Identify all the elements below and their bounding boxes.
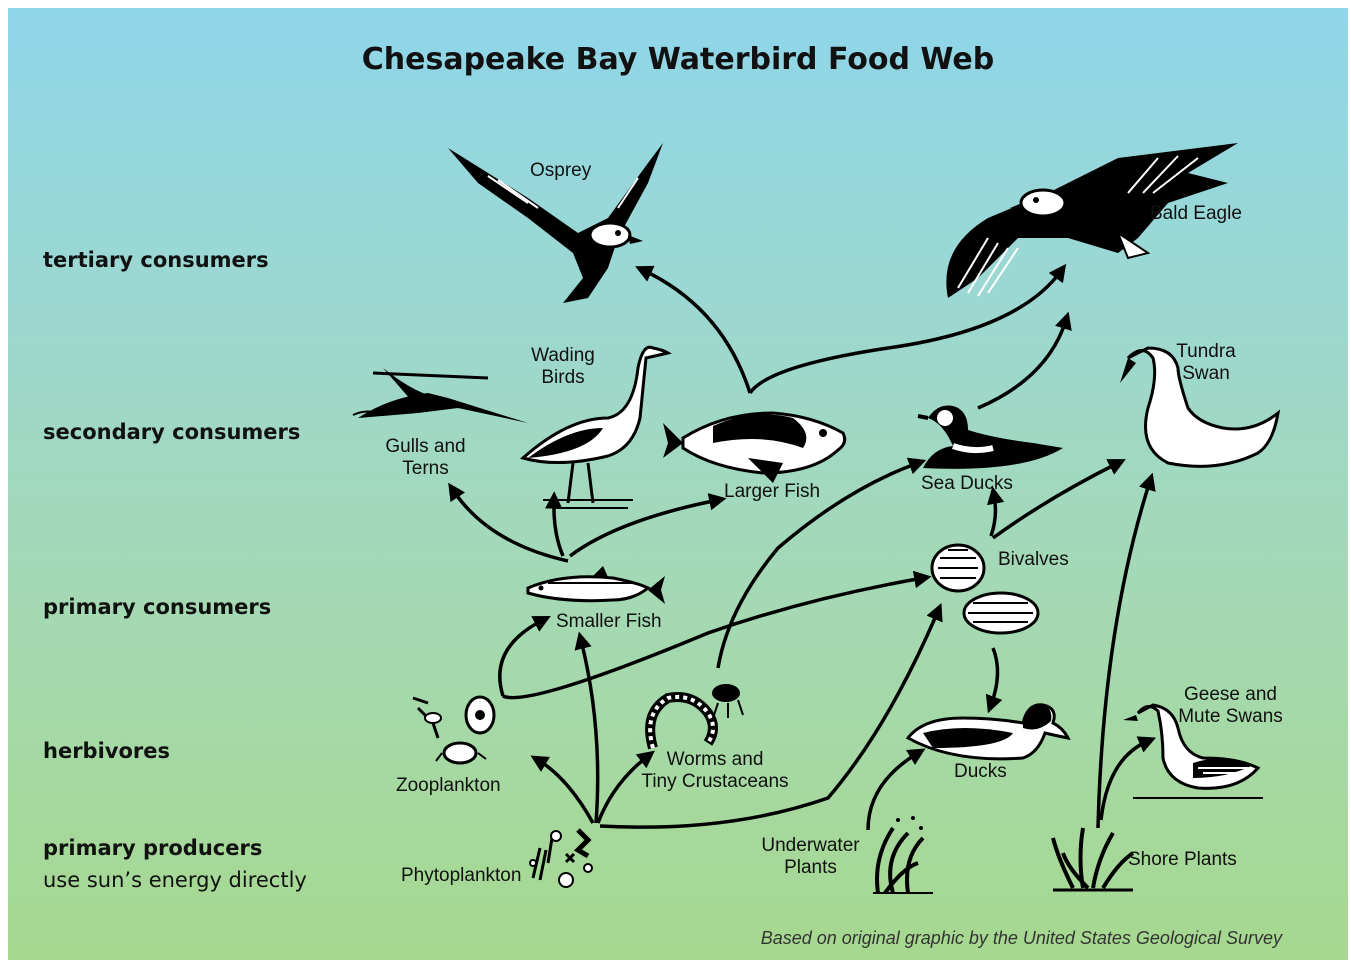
label-worms-line1: Worms and bbox=[630, 749, 800, 771]
gulls-terns-icon bbox=[353, 368, 528, 423]
shore-plants-icon bbox=[1053, 828, 1133, 890]
label-tundra-swan: Tundra Swan bbox=[1166, 341, 1246, 385]
arrow-phytoplankton-to-zooplankton bbox=[538, 760, 593, 823]
label-tundra-swan-line1: Tundra bbox=[1166, 341, 1246, 363]
underwater-plants-icon bbox=[873, 816, 933, 893]
label-wading-birds-line1: Wading bbox=[523, 345, 603, 367]
label-smaller-fish: Smaller Fish bbox=[556, 611, 662, 633]
arrow-zooplankton-to-smaller-fish bbox=[500, 620, 543, 696]
label-geese-mute-swans: Geese and Mute Swans bbox=[1173, 684, 1288, 728]
level-herbivores: herbivores bbox=[43, 739, 170, 763]
label-bivalves: Bivalves bbox=[998, 549, 1069, 571]
phytoplankton-icon bbox=[530, 830, 592, 887]
label-underwater-line2: Plants bbox=[753, 857, 868, 879]
label-underwater-line1: Underwater bbox=[753, 835, 868, 857]
arrow-larger-fish-to-bald-eagle bbox=[750, 271, 1061, 393]
label-tundra-swan-line2: Swan bbox=[1166, 363, 1246, 385]
label-worms-line2: Tiny Crustaceans bbox=[630, 771, 800, 793]
arrow-underwater-plants-to-ducks bbox=[868, 753, 918, 830]
label-gulls-terns-line2: Terns bbox=[378, 458, 473, 480]
label-geese-line1: Geese and bbox=[1173, 684, 1288, 706]
label-phytoplankton: Phytoplankton bbox=[401, 865, 521, 887]
food-web-diagram bbox=[8, 8, 1348, 960]
label-worms-crustaceans: Worms and Tiny Crustaceans bbox=[630, 749, 800, 793]
arrow-phytoplankton-to-smaller-fish bbox=[581, 640, 598, 823]
label-bald-eagle: Bald Eagle bbox=[1150, 203, 1242, 225]
arrow-larger-fish-to-osprey bbox=[643, 270, 750, 393]
arrow-bivalves-to-sea-ducks bbox=[991, 495, 995, 536]
label-wading-birds-line2: Birds bbox=[523, 367, 603, 389]
label-osprey: Osprey bbox=[530, 160, 591, 182]
worms-crustaceans-icon bbox=[650, 684, 743, 748]
arrow-sea-ducks-to-bald-eagle bbox=[978, 320, 1066, 408]
level-primary-consumers: primary consumers bbox=[43, 595, 271, 619]
arrow-shore-plants-to-tundra-swan bbox=[1098, 481, 1150, 828]
label-larger-fish: Larger Fish bbox=[724, 481, 820, 503]
label-underwater-plants: Underwater Plants bbox=[753, 835, 868, 879]
arrow-bivalves-to-ducks bbox=[991, 648, 998, 705]
label-zooplankton: Zooplankton bbox=[396, 775, 501, 797]
level-primary-producers-note: use sun’s energy directly bbox=[43, 868, 307, 892]
label-sea-ducks: Sea Ducks bbox=[921, 473, 1013, 495]
label-gulls-terns: Gulls and Terns bbox=[378, 436, 473, 480]
label-ducks: Ducks bbox=[954, 761, 1007, 783]
source-credit: Based on original graphic by the United … bbox=[761, 928, 1282, 949]
sea-ducks-icon bbox=[918, 406, 1063, 469]
ducks-icon bbox=[908, 705, 1068, 759]
label-wading-birds: Wading Birds bbox=[523, 345, 603, 389]
label-geese-line2: Mute Swans bbox=[1173, 706, 1288, 728]
label-shore-plants: Shore Plants bbox=[1128, 849, 1237, 871]
level-tertiary-consumers: tertiary consumers bbox=[43, 248, 269, 272]
level-secondary-consumers: secondary consumers bbox=[43, 420, 300, 444]
zooplankton-icon bbox=[413, 697, 494, 763]
page-title: Chesapeake Bay Waterbird Food Web bbox=[8, 42, 1348, 77]
larger-fish-icon bbox=[663, 413, 845, 483]
level-primary-producers: primary producers bbox=[43, 836, 262, 860]
arrow-shore-plants-to-geese bbox=[1101, 741, 1148, 820]
label-gulls-terns-line1: Gulls and bbox=[378, 436, 473, 458]
food-web-panel: Chesapeake Bay Waterbird Food Web tertia… bbox=[8, 8, 1348, 960]
smaller-fish-icon bbox=[528, 566, 665, 604]
